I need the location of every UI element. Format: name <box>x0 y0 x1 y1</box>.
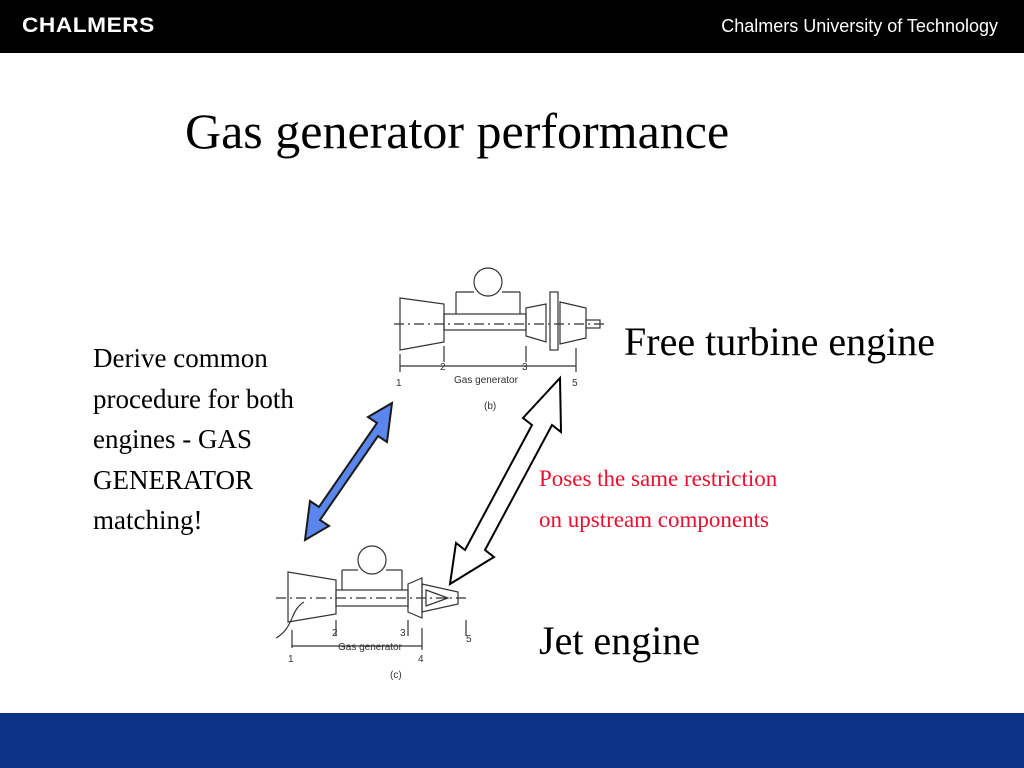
university-name: Chalmers University of Technology <box>721 16 998 36</box>
station-1-c: 1 <box>288 654 294 665</box>
station-5-c: 5 <box>466 634 472 645</box>
free-turbine-diagram: 1 2 3 5 Gas generator (b) <box>394 267 605 412</box>
gas-generator-caption-b: Gas generator <box>454 375 519 386</box>
station-3-b: 3 <box>522 362 528 373</box>
figure-tag-c: (c) <box>390 670 402 681</box>
restriction-note: Poses the same restriction on upstream c… <box>539 458 777 540</box>
free-turbine-label: Free turbine engine <box>624 319 935 364</box>
chalmers-logo: CHALMERS <box>22 14 155 37</box>
restriction-note-line-1: Poses the same restriction <box>539 466 778 491</box>
station-1-b: 1 <box>396 378 402 389</box>
restriction-note-line-2: on upstream components <box>539 507 769 532</box>
slide-title: Gas generator performance <box>185 103 730 159</box>
station-3-c: 3 <box>400 628 406 639</box>
station-2-b: 2 <box>440 362 446 373</box>
left-note: Derive common procedure for both engines… <box>93 343 294 535</box>
gas-generator-caption-c: Gas generator <box>338 642 403 653</box>
station-4-c: 4 <box>418 654 424 665</box>
figure-tag-b: (b) <box>484 401 496 412</box>
header-bar: CHALMERS Chalmers University of Technolo… <box>0 0 1024 53</box>
jet-engine-label: Jet engine <box>539 618 701 663</box>
footer-bar <box>0 713 1024 768</box>
station-5-b: 5 <box>572 378 578 389</box>
station-2-c: 2 <box>332 628 338 639</box>
jet-engine-diagram: 1 2 3 4 5 Gas generator (c) <box>275 545 472 681</box>
